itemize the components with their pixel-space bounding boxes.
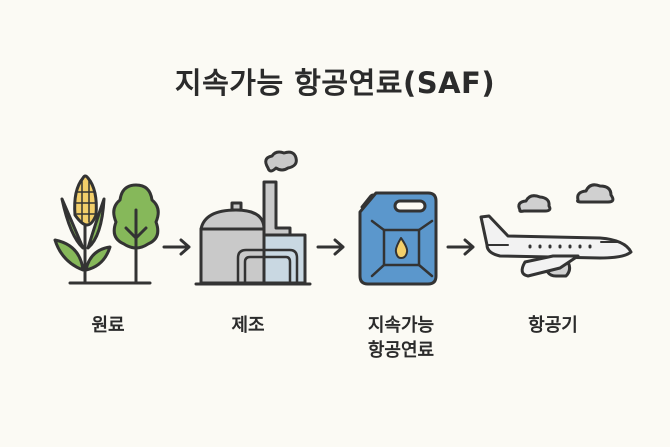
step-label-saf-line1: 지속가능 — [367, 315, 435, 336]
step-label-manufacturing: 제조 — [231, 315, 265, 336]
arrow-right-icon — [446, 238, 475, 256]
airplane-icon — [479, 214, 633, 278]
factory-icon — [194, 150, 312, 286]
step-label-saf-line2: 항공연료 — [367, 340, 435, 361]
arrow-right-icon — [162, 238, 191, 256]
arrow-right-icon — [316, 238, 345, 256]
cloud-icon — [517, 194, 552, 213]
step-label-raw-materials: 원료 — [91, 315, 125, 336]
step-label-aircraft: 항공기 — [528, 315, 578, 336]
fuel-can-icon — [358, 191, 438, 286]
step-label-saf: 지속가능 항공연료 — [331, 313, 471, 363]
cloud-icon — [576, 183, 615, 204]
corn-and-tree-icon — [53, 174, 160, 285]
page-title: 지속가능 항공연료(SAF) — [174, 66, 496, 100]
